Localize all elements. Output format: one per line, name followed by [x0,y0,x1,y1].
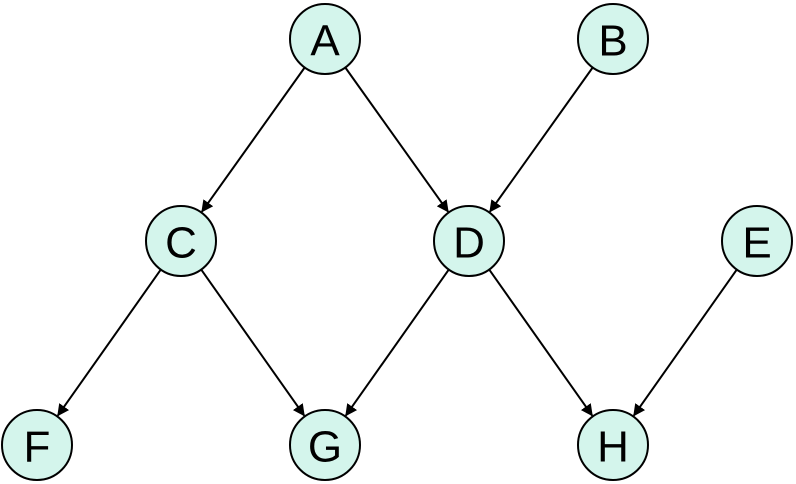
node-d-circle [433,205,505,277]
edge-b-to-d [489,66,594,213]
node-a-label: A [310,17,340,66]
node-e-label: E [742,219,771,268]
node-h-label: H [597,423,629,472]
node-f-circle [1,409,73,481]
edges-layer [56,66,738,417]
edge-e-to-h [632,269,738,417]
edge-d-to-h [488,269,594,417]
node-c-label: C [165,219,197,268]
node-d-label: D [453,219,485,268]
nodes-layer: A B C D E F G H [1,3,793,481]
edge-a-to-d [344,66,449,213]
node-c: C [145,205,217,277]
node-a: A [289,3,361,75]
node-b-circle [577,3,649,75]
node-b-label: B [598,17,627,66]
edge-c-to-f [56,269,162,417]
node-e-circle [721,205,793,277]
node-c-circle [145,205,217,277]
node-e: E [721,205,793,277]
node-d: D [433,205,505,277]
node-f: F [1,409,73,481]
node-g: G [289,409,361,481]
node-f-label: F [24,423,51,472]
node-a-circle [289,3,361,75]
node-g-label: G [308,423,342,472]
edge-a-to-c [201,66,306,213]
edge-d-to-g [344,269,450,417]
node-h: H [577,409,649,481]
node-h-circle [577,409,649,481]
node-g-circle [289,409,361,481]
edge-c-to-g [200,269,306,417]
node-b: B [577,3,649,75]
